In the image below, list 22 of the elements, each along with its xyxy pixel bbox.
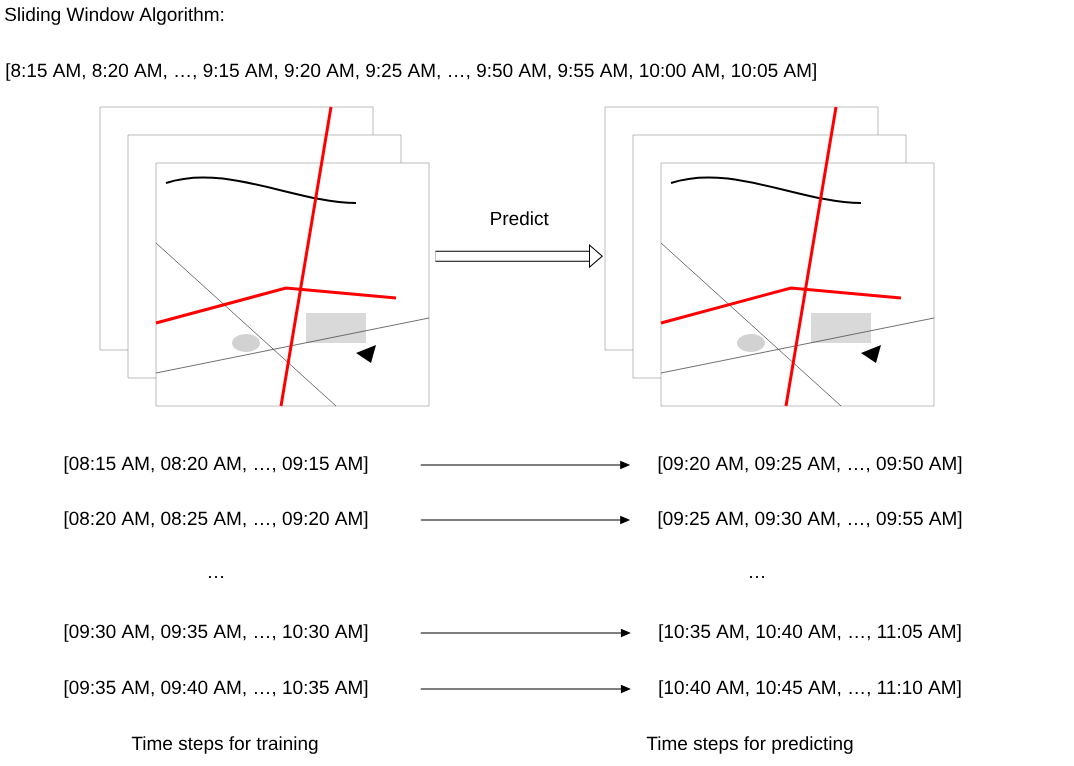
- caption: Time steps for predicting: [646, 736, 853, 754]
- time-list: [09:20 AM, 09:25 AM, …, 09:50 AM]: [658, 456, 962, 474]
- time-list: [08:15 AM, 08:20 AM, …, 09:15 AM]: [64, 456, 368, 474]
- picture: [99, 106, 430, 407]
- ellipsis: …: [209, 576, 223, 578]
- time-list: [09:25 AM, 09:30 AM, …, 09:55 AM]: [658, 511, 962, 529]
- ellipsis: …: [750, 576, 764, 578]
- block-arrow: [435, 244, 603, 268]
- caption: Time steps for training: [131, 736, 318, 754]
- edge-label: Predict: [488, 210, 550, 227]
- picture: [604, 106, 935, 407]
- time-list: [10:40 AM, 10:45 AM, …, 11:10 AM]: [659, 680, 961, 698]
- arrow: [420, 629, 631, 637]
- time-list: [09:35 AM, 09:40 AM, …, 10:35 AM]: [64, 680, 368, 698]
- time-list: [08:20 AM, 08:25 AM, …, 09:20 AM]: [64, 511, 368, 529]
- time-list: [8:15 AM, 8:20 AM, …, 9:15 AM, 9:20 AM, 9:25 AM, …, 9:50 AM, 9:55 AM, 10:00 AM, 10:05 AM]: [6, 63, 816, 81]
- time-list: [09:30 AM, 09:35 AM, …, 10:30 AM]: [64, 624, 368, 642]
- arrow: [420, 461, 630, 469]
- title: Sliding Window Algorithm:: [5, 7, 224, 25]
- time-list: [10:35 AM, 10:40 AM, …, 11:05 AM]: [659, 624, 961, 642]
- arrow: [420, 516, 630, 524]
- arrow: [420, 685, 631, 693]
